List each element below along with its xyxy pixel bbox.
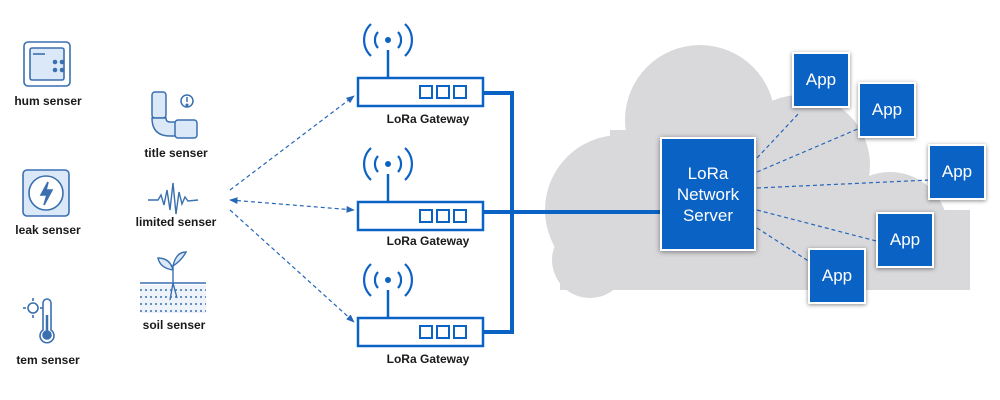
soil-sensor-label: soil senser — [142, 318, 206, 332]
title-sensor-label: title senser — [144, 146, 208, 160]
vibration-sensor-icon — [148, 182, 199, 215]
server-label-line2: Network — [676, 184, 740, 204]
sensor-gateway-links — [229, 95, 355, 323]
server-label-line3: Server — [682, 205, 734, 225]
gateway-label-1: LoRa Gateway — [386, 112, 470, 126]
network-server-box: LoRa Network Server — [660, 137, 756, 251]
app-box-3: App — [928, 144, 986, 200]
tem-sensor-label: tem senser — [16, 353, 80, 367]
server-label-line1: LoRa — [687, 163, 729, 183]
app-box-1: App — [792, 52, 850, 108]
server-app-links — [756, 111, 931, 263]
humidity-sensor-icon — [23, 41, 71, 87]
leak-sensor-icon — [22, 169, 70, 217]
gateway-device-1 — [356, 23, 485, 108]
app-box-2: App — [858, 82, 916, 138]
gateway-label-2: LoRa Gateway — [386, 234, 470, 248]
app-box-5: App — [808, 248, 866, 304]
soil-sensor-icon — [140, 251, 206, 313]
gateway-backhaul — [484, 91, 660, 334]
limited-sensor-label: limited senser — [135, 215, 217, 229]
gateway-device-2 — [356, 147, 485, 232]
leak-sensor-label: leak senser — [15, 223, 81, 237]
app-box-4: App — [876, 212, 934, 268]
tilt-sensor-icon — [151, 91, 198, 139]
gateway-label-3: LoRa Gateway — [386, 352, 470, 366]
gateway-device-3 — [356, 263, 485, 348]
hum-sensor-label: hum senser — [14, 94, 82, 108]
temperature-sensor-icon — [23, 298, 55, 344]
